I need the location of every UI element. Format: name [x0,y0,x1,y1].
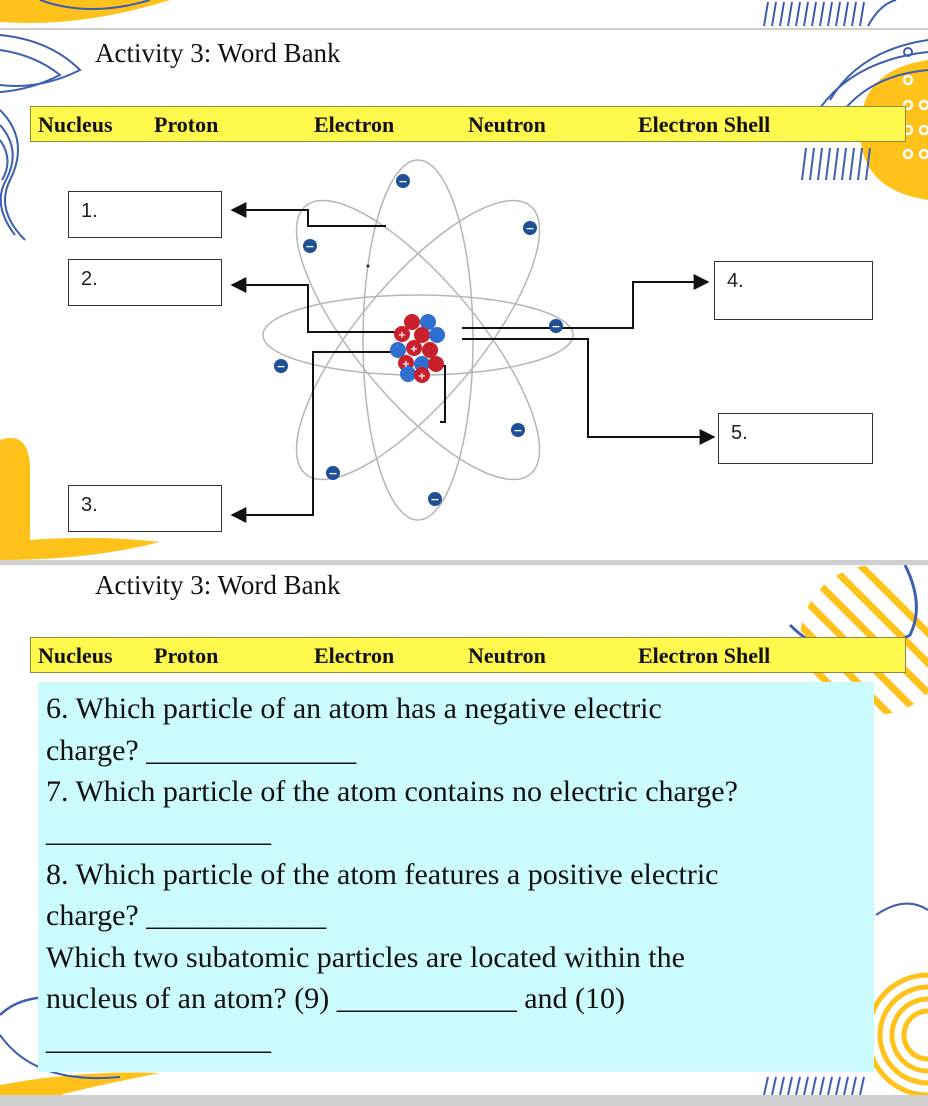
label-box-4[interactable]: 4. [714,261,873,320]
question-7-line-1: 7. Which particle of the atom contains n… [46,775,738,808]
neutron [400,366,416,382]
proton [422,342,438,358]
bottom-separator [0,1095,928,1106]
question-6-line-2[interactable]: charge? ______________ [46,734,357,767]
proton [428,356,444,372]
question-9-10-line-1: Which two subatomic particles are locate… [46,941,685,974]
label-number-2: 2. [81,268,98,290]
leader-line-2 [230,277,395,333]
word-bank-electron: Electron [314,643,395,668]
electron-shell-diagonal-a [295,199,541,481]
question-8-line-2[interactable]: charge? ____________ [46,899,327,932]
neutron [429,327,445,343]
word-bank-nucleus: Nucleus [38,643,113,668]
slide2-title: Activity 3: Word Bank [95,570,341,600]
electron [396,174,410,188]
question-8-line-1: 8. Which particle of the atom features a… [46,858,719,891]
electrons: − − − − − − − − [274,174,563,506]
word-bank-proton: Proton [154,643,219,668]
proton-sign: + [410,344,418,355]
electron-sign: − [525,222,534,235]
question-6-line-1: 6. Which particle of an atom has a negat… [46,692,662,725]
proton-sign: + [418,371,426,382]
proton-sign: + [398,330,406,341]
small-dot [366,264,370,268]
question-7-answer-blank[interactable]: _______________ [46,815,271,848]
label-box-2[interactable]: 2. [68,259,222,306]
middle-separator [0,560,928,565]
electron [523,221,537,235]
electron-sign: − [328,467,337,480]
word-bank-bar: Nucleus Proton Electron Neutron Electron… [30,106,906,142]
label-number-5: 5. [731,422,748,444]
questions-slide: Activity 3: Word Bank Nucleus Proton Ele… [0,565,928,1095]
diagram-slide: Activity 3: Word Bank Nucleus Proton Ele… [0,30,928,560]
word-bank-neutron: Neutron [468,643,546,668]
proton [394,326,410,342]
nucleus: + + + + [390,314,445,383]
proton [406,340,422,356]
proton [414,327,430,343]
leader-lines [230,202,716,523]
electron-sign: − [305,240,314,253]
electron [326,466,340,480]
leader-line-4 [462,274,710,329]
electron [511,423,525,437]
label-number-1: 1. [81,200,98,222]
electron-sign: − [398,175,407,188]
proton [404,314,420,330]
neutron [420,314,436,330]
word-bank-electron-shell: Electron Shell [638,643,771,668]
label-box-5[interactable]: 5. [718,413,873,464]
word-bank-neutron: Neutron [468,112,546,137]
questions-panel: 6. Which particle of an atom has a negat… [38,682,874,1072]
word-bank-nucleus: Nucleus [38,112,113,137]
electron [428,492,442,506]
word-bank-bar: Nucleus Proton Electron Neutron Electron… [30,637,906,673]
electron-shell-diagonal-b [295,199,541,481]
word-bank-electron: Electron [314,112,395,137]
electron-sign: − [276,360,285,373]
label-box-3[interactable]: 3. [68,485,222,532]
label-box-1[interactable]: 1. [68,191,222,238]
proton [414,367,430,383]
electron-sign: − [551,320,560,333]
label-number-3: 3. [81,494,98,516]
question-9-10-line-2[interactable]: nucleus of an atom? (9) ____________ and… [46,982,626,1015]
electron-sign: − [430,493,439,506]
proton-sign: + [402,359,410,370]
question-10-answer-blank[interactable]: _______________ [46,1023,271,1056]
label-number-4: 4. [727,270,744,292]
top-strip-decoration [0,0,897,27]
electron [274,359,288,373]
electron-sign: − [513,424,522,437]
top-separator [0,28,928,30]
slide1-title: Activity 3: Word Bank [95,38,341,68]
leader-line-1 [230,202,386,227]
atom-diagram: + + + + − − − − − − − − [230,159,716,523]
electron [303,239,317,253]
leader-line-5 [462,338,716,445]
leader-line-3 [230,351,392,523]
neutron [414,356,430,372]
neutron [390,342,406,358]
word-bank-proton: Proton [154,112,219,137]
word-bank-electron-shell: Electron Shell [638,112,771,137]
electron [549,319,563,333]
